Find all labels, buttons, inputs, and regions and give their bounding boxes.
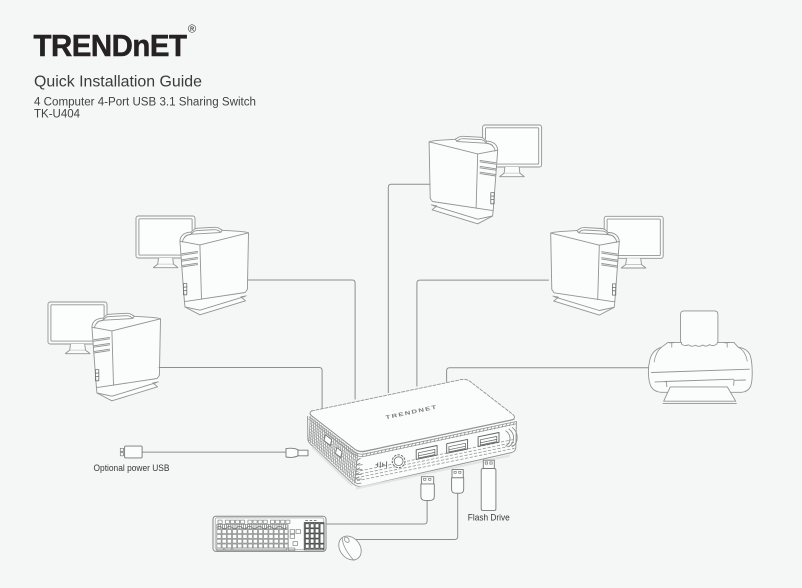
svg-text:Quick Installation Guide: Quick Installation Guide [34, 74, 202, 91]
svg-text:Optional power USB: Optional power USB [94, 463, 170, 473]
svg-text:4 Computer 4-Port USB 3.1 Shar: 4 Computer 4-Port USB 3.1 Sharing Switch [34, 96, 256, 108]
svg-text:TK-U404: TK-U404 [34, 109, 81, 121]
svg-text:®: ® [188, 24, 196, 36]
svg-text:TRENDnET: TRENDnET [34, 28, 188, 63]
svg-text:Flash Drive: Flash Drive [468, 513, 510, 523]
